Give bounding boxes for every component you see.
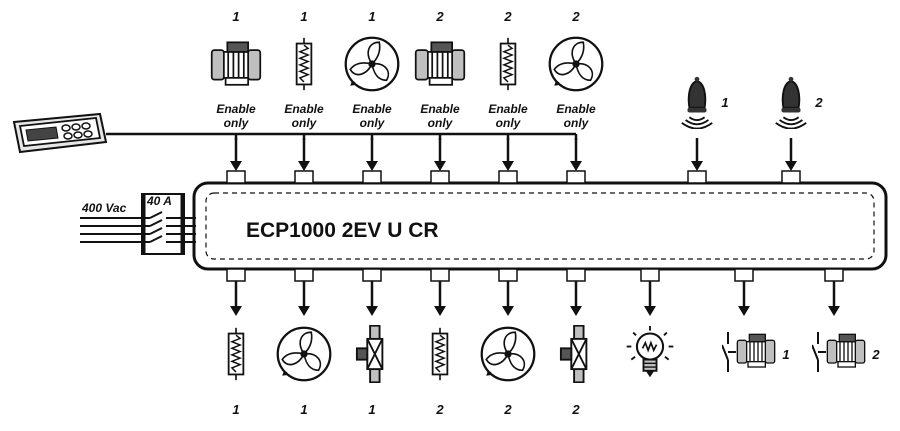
- terminal-block: [734, 268, 754, 282]
- alarm-input: 1: [680, 75, 729, 184]
- only-caption: only: [360, 116, 386, 130]
- fan-icon: [276, 326, 332, 382]
- terminal-block: [226, 268, 246, 282]
- bottom-output: 2: [430, 268, 450, 417]
- input-number: 2: [435, 9, 444, 24]
- output-number: 2: [871, 347, 880, 362]
- bottom-output: [625, 268, 675, 378]
- enable-caption: Enable: [556, 102, 596, 116]
- enable-caption: Enable: [352, 102, 392, 116]
- terminal-block: [687, 170, 707, 184]
- only-caption: only: [428, 116, 454, 130]
- bottom-outputs: 1 1 1 2 2 2 1 2: [226, 268, 880, 417]
- compressor-contact-icon: [812, 332, 866, 372]
- compressor-contact-icon: [722, 332, 776, 372]
- alarm-input: 2: [774, 75, 823, 184]
- only-caption: only: [496, 116, 522, 130]
- terminal-block: [362, 268, 382, 282]
- heater-icon: [227, 326, 245, 382]
- output-number: 2: [435, 402, 444, 417]
- alarm-bell-icon: [774, 75, 808, 129]
- only-caption: only: [564, 116, 590, 130]
- terminal-block: [566, 268, 586, 282]
- output-number: 1: [782, 347, 789, 362]
- bottom-output: 1: [355, 268, 384, 417]
- controller-box: ECP1000 2EV U CR: [192, 181, 888, 271]
- input-number: 1: [368, 9, 375, 24]
- enable-caption: Enable: [216, 102, 256, 116]
- power-supply: 400 Vac 40 A: [80, 193, 196, 255]
- only-caption: only: [224, 116, 250, 130]
- bottom-output: 1: [226, 268, 246, 417]
- enable-caption: Enable: [284, 102, 324, 116]
- heater-icon: [295, 36, 313, 92]
- bottom-output: 1: [276, 268, 332, 417]
- enable-caption: Enable: [488, 102, 528, 116]
- voltage-label: 400 Vac: [81, 201, 127, 215]
- bottom-output: 1: [722, 268, 790, 372]
- input-number: 1: [300, 9, 307, 24]
- terminal-block: [294, 170, 314, 184]
- remote-keypad: [13, 113, 576, 153]
- heater-icon: [431, 326, 449, 382]
- bottom-output: 2: [559, 268, 588, 417]
- bottom-output: 2: [812, 268, 880, 372]
- keypad-icon: [13, 113, 107, 153]
- controller-title: ECP1000 2EV U CR: [246, 219, 439, 242]
- compressor-icon: [210, 41, 262, 86]
- input-number: 2: [571, 9, 580, 24]
- terminal-block: [226, 170, 246, 184]
- alarm-number: 1: [721, 95, 728, 110]
- solenoid-valve-icon: [559, 325, 588, 383]
- terminal-block: [294, 268, 314, 282]
- circuit-breaker-icon: [80, 193, 196, 255]
- output-number: 1: [232, 402, 239, 417]
- top-inputs: 1Enableonly1Enableonly1Enableonly2Enable…: [210, 9, 604, 184]
- terminal-block: [430, 268, 450, 282]
- terminal-block: [362, 170, 382, 184]
- terminal-block: [430, 170, 450, 184]
- fan-icon: [548, 36, 604, 92]
- terminal-block: [566, 170, 586, 184]
- solenoid-valve-icon: [355, 325, 384, 383]
- breaker-label: 40 A: [146, 194, 172, 208]
- output-number: 1: [300, 402, 307, 417]
- light-bulb-icon: [625, 324, 675, 378]
- enable-caption: Enable: [420, 102, 460, 116]
- fan-icon: [480, 326, 536, 382]
- terminal-block: [498, 268, 518, 282]
- fan-icon: [344, 36, 400, 92]
- terminal-block: [781, 170, 801, 184]
- output-number: 1: [368, 402, 375, 417]
- output-number: 2: [571, 402, 580, 417]
- alarm-bell-icon: [680, 75, 714, 129]
- output-number: 2: [503, 402, 512, 417]
- heater-icon: [499, 36, 517, 92]
- input-number: 1: [232, 9, 239, 24]
- input-number: 2: [503, 9, 512, 24]
- only-caption: only: [292, 116, 318, 130]
- alarm-number: 2: [814, 95, 823, 110]
- terminal-block: [498, 170, 518, 184]
- terminal-block: [824, 268, 844, 282]
- compressor-icon: [414, 41, 466, 86]
- terminal-block: [640, 268, 660, 282]
- bottom-output: 2: [480, 268, 536, 417]
